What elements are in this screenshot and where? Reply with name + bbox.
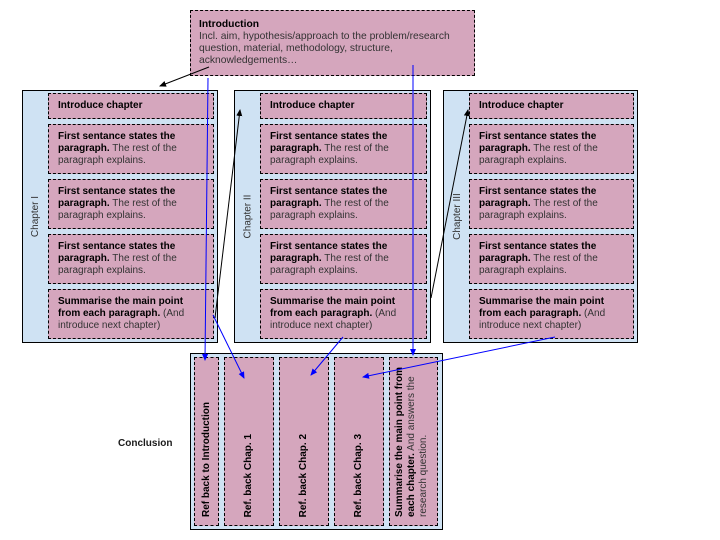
- conclusion-ref-chapter-1: Ref. back Chap. 1: [224, 357, 274, 526]
- chapter-1-label: Chapter I: [30, 195, 42, 238]
- chapter-2-label: Chapter II: [242, 194, 254, 239]
- conclusion-box: Ref back to Introduction Ref. back Chap.…: [190, 353, 443, 530]
- introduction-text: Incl. aim, hypothesis/approach to the pr…: [199, 31, 450, 66]
- chapter-1-paragraph-3: First sentance states the paragraph. The…: [48, 234, 214, 284]
- conclusion-label: Conclusion: [118, 438, 173, 449]
- chapter-2-box: Chapter II Introduce chapter First senta…: [234, 90, 431, 343]
- chapter-2-intro: Introduce chapter: [260, 93, 427, 119]
- chapter-3-summary: Summarise the main point from each parag…: [469, 289, 634, 339]
- chapter-3-paragraph-3: First sentance states the paragraph. The…: [469, 234, 634, 284]
- chapter-3-box: Chapter III Introduce chapter First sent…: [443, 90, 638, 343]
- introduction-title: Introduction: [199, 19, 260, 30]
- chapter-3-paragraph-1: First sentance states the paragraph. The…: [469, 124, 634, 174]
- chapter-2-paragraph-2: First sentance states the paragraph. The…: [260, 179, 427, 229]
- chapter-1-box: Chapter I Introduce chapter First sentan…: [22, 90, 218, 343]
- chapter-1-paragraph-2: First sentance states the paragraph. The…: [48, 179, 214, 229]
- chapter-2-paragraph-3: First sentance states the paragraph. The…: [260, 234, 427, 284]
- chapter-1-intro: Introduce chapter: [48, 93, 214, 119]
- conclusion-summary: Summarise the main point from each chapt…: [389, 357, 438, 526]
- chapter-2-paragraph-1: First sentance states the paragraph. The…: [260, 124, 427, 174]
- chapter-3-paragraph-2: First sentance states the paragraph. The…: [469, 179, 634, 229]
- conclusion-ref-chapter-2: Ref. back Chap. 2: [279, 357, 329, 526]
- chapter-3-intro: Introduce chapter: [469, 93, 634, 119]
- chapter-1-summary: Summarise the main point from each parag…: [48, 289, 214, 339]
- introduction-box: Introduction Incl. aim, hypothesis/appro…: [190, 10, 475, 76]
- chapter-1-paragraph-1: First sentance states the paragraph. The…: [48, 124, 214, 174]
- conclusion-ref-chapter-3: Ref. back Chap. 3: [334, 357, 384, 526]
- chapter-2-summary: Summarise the main point from each parag…: [260, 289, 427, 339]
- conclusion-ref-introduction: Ref back to Introduction: [194, 357, 219, 526]
- chapter-3-label: Chapter III: [451, 193, 463, 240]
